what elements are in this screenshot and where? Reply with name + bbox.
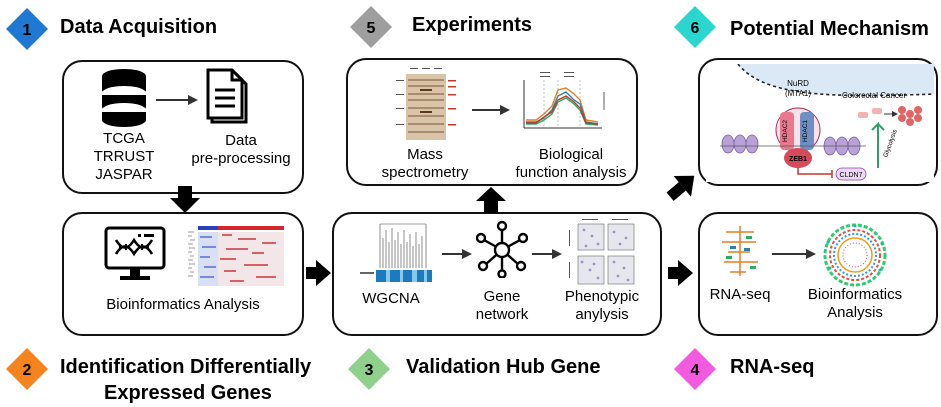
step-6-title: Potential Mechanism bbox=[730, 18, 929, 40]
mass-to-biofunc-arrow bbox=[472, 104, 510, 116]
step-5-title: Experiments bbox=[412, 14, 533, 36]
rnaseq-tree-image bbox=[716, 222, 764, 285]
step-5-badge: 5 bbox=[348, 4, 394, 50]
svg-text:2: 2 bbox=[23, 362, 32, 379]
step-2-badge: 2 bbox=[4, 346, 50, 392]
database-icon bbox=[100, 68, 148, 133]
step-1-title: Data Acquisition bbox=[60, 16, 218, 38]
rnaseq-to-bio-arrow bbox=[772, 248, 816, 260]
bioinformatics-analysis-label: Bioinformatics Analysis bbox=[106, 296, 260, 313]
wgcna-label: WGCNA bbox=[362, 290, 420, 307]
up-arrow-3-to-5 bbox=[474, 186, 508, 214]
svg-text:ZEB1: ZEB1 bbox=[789, 156, 807, 163]
gene-network-icon bbox=[475, 220, 529, 283]
circos-plot-image bbox=[822, 222, 888, 293]
step-1-badge: 1 bbox=[4, 6, 50, 52]
step-2-title-line1: Identification Differentially bbox=[60, 356, 312, 378]
mechanism-schematic: NuRD (MTA1) HDAC2 HDAC1 ZEB1 Colorectal … bbox=[706, 63, 935, 187]
biological-function-chart bbox=[518, 70, 614, 141]
right-arrow-2-to-3 bbox=[306, 258, 332, 288]
svg-text:4: 4 bbox=[691, 362, 700, 379]
monitor-dna-icon bbox=[104, 226, 166, 289]
step-3-badge: 3 bbox=[346, 346, 392, 392]
document-icon bbox=[206, 68, 252, 131]
step-4-title: RNA-seq bbox=[730, 356, 815, 378]
svg-text:HDAC2: HDAC2 bbox=[782, 120, 789, 142]
db-to-preprocess-arrow bbox=[156, 94, 198, 106]
mass-spec-gel-image bbox=[396, 66, 458, 147]
step-6-badge: 6 bbox=[672, 4, 718, 50]
wgcna-to-network-arrow bbox=[442, 248, 472, 260]
svg-text:1: 1 bbox=[23, 22, 32, 39]
diagonal-arrow-3-to-6 bbox=[664, 168, 700, 204]
right-arrow-3-to-4 bbox=[668, 258, 694, 288]
svg-text:6: 6 bbox=[691, 20, 700, 37]
heatmap-thumbnail bbox=[186, 222, 286, 291]
step-3-title: Validation Hub Gene bbox=[406, 356, 601, 378]
step-2-title-line2: Expressed Genes bbox=[104, 382, 272, 404]
svg-text:CLDN7: CLDN7 bbox=[840, 172, 863, 179]
svg-text:(MTA1): (MTA1) bbox=[785, 89, 811, 98]
svg-text:HDAC1: HDAC1 bbox=[802, 120, 809, 142]
svg-text:Colorectal Cancer: Colorectal Cancer bbox=[842, 91, 906, 100]
rnaseq-label: RNA-seq bbox=[709, 286, 771, 303]
down-arrow-1-to-2 bbox=[168, 186, 202, 214]
svg-text:3: 3 bbox=[365, 362, 374, 379]
network-to-phenotypic-arrow bbox=[532, 248, 562, 260]
svg-text:5: 5 bbox=[367, 20, 376, 37]
svg-text:NuRD: NuRD bbox=[787, 79, 809, 88]
wgcna-dendrogram bbox=[356, 218, 436, 291]
step-4-badge: 4 bbox=[672, 346, 718, 392]
phenotypic-assay-image bbox=[568, 218, 636, 293]
